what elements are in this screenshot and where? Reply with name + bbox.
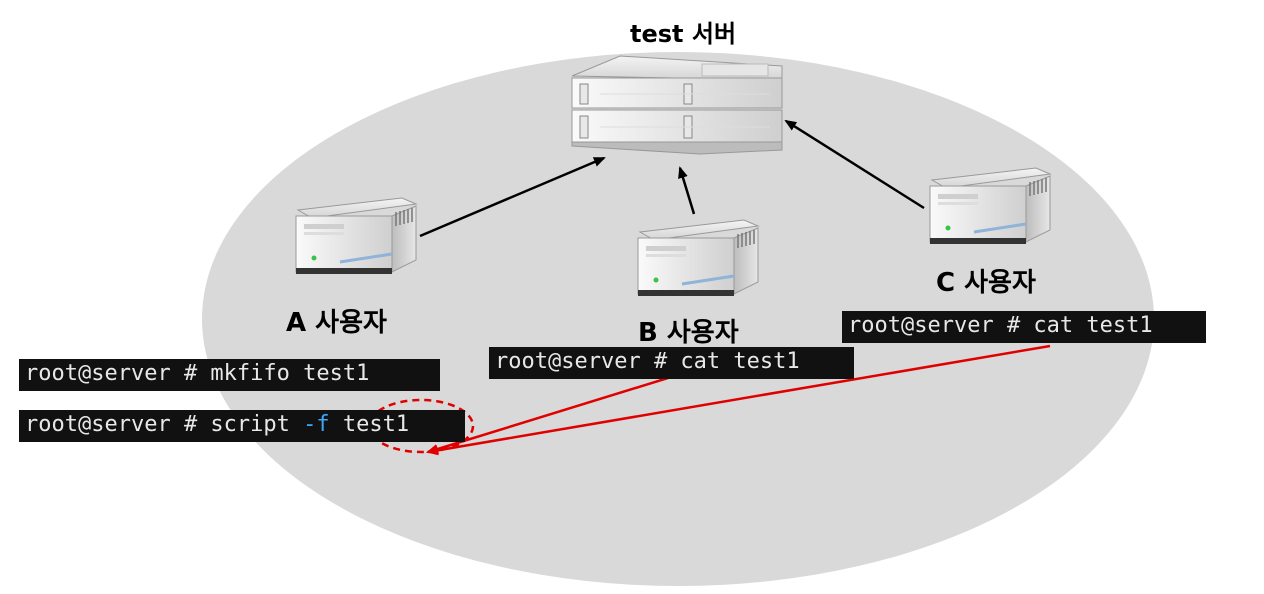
user-a-label: A 사용자 [286, 308, 387, 338]
arrow-b-to-server [678, 166, 696, 215]
arrow-a-to-server [419, 156, 606, 238]
server-title: test 서버 [630, 20, 737, 48]
terminal-b-cat: root@server # cat test1 [489, 347, 854, 379]
pipe-arrow-b [426, 376, 669, 454]
fifo-name: test1 [329, 412, 410, 437]
pc-icon-a [295, 197, 418, 274]
terminal-a-mkfifo: root@server # mkfifo test1 [19, 359, 440, 391]
terminal-c-cat: root@server # cat test1 [842, 311, 1206, 343]
script-command: root@server # script [25, 412, 304, 437]
pc-icon-c [929, 167, 1052, 244]
terminal-a-script: root@server # script -f test1 [19, 410, 465, 442]
user-c-label: C 사용자 [936, 268, 1036, 298]
script-option: -f [303, 412, 330, 437]
pipe-arrow-c [426, 344, 1051, 456]
arrow-c-to-server [784, 119, 925, 210]
user-b-label: B 사용자 [638, 318, 739, 348]
pc-icon-b [637, 219, 760, 296]
rack-server-icon [571, 55, 783, 155]
